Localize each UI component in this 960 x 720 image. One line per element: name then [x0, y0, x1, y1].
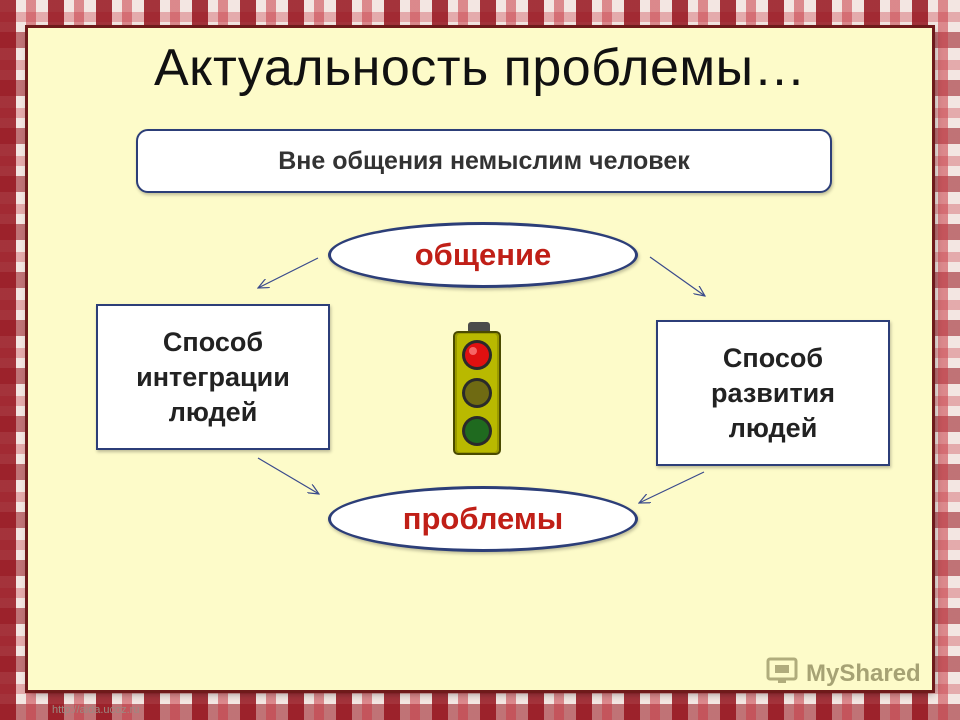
communication-label: общение — [414, 237, 552, 272]
statement-banner: Вне общения немыслим человек — [136, 129, 832, 193]
development-line-1: Способ — [722, 342, 824, 373]
integration-line-2: интеграции — [136, 361, 290, 392]
development-box: Способ развития людей — [656, 320, 890, 466]
traffic-light-icon — [453, 322, 501, 455]
watermark-text: MyShared — [806, 660, 921, 687]
problems-ellipse: проблемы — [328, 486, 638, 552]
integration-line-1: Способ — [162, 326, 264, 357]
problems-label: проблемы — [402, 501, 564, 536]
development-line-3: людей — [728, 412, 818, 443]
integration-line-3: людей — [168, 396, 258, 427]
myshared-logo-icon — [766, 657, 798, 683]
slide-title: Актуальность проблемы… — [153, 39, 806, 97]
integration-box: Способ интеграции людей — [96, 304, 330, 450]
arrow-bottom-left — [257, 457, 319, 494]
arrow-top-left — [258, 257, 319, 288]
development-line-2: развития — [710, 377, 836, 408]
arrow-top-right — [649, 256, 705, 296]
communication-ellipse: общение — [328, 222, 638, 288]
statement-text: Вне общения немыслим человек — [278, 146, 690, 175]
arrow-bottom-right — [639, 471, 705, 503]
source-url: http://aida.ucoz.ru — [52, 704, 140, 716]
